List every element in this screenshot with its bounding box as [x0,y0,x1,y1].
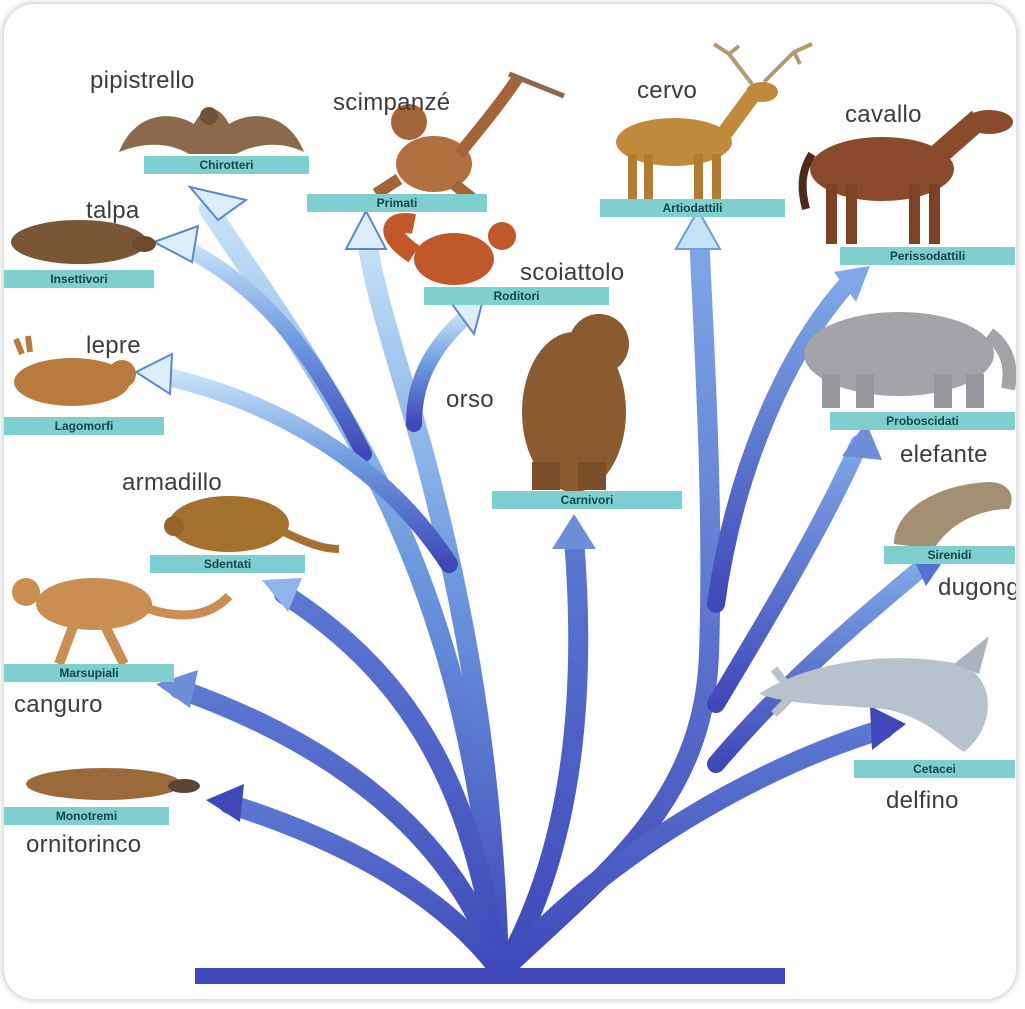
bear-icon [522,314,629,492]
order-label-chirotteri: Chirotteri [144,156,309,174]
order-label-sdentati: Sdentati [150,555,305,573]
arrowhead-chirotteri [190,187,246,220]
bat-icon [119,107,304,154]
common-name-cervo: cervo [637,77,697,105]
common-name-canguro: canguro [14,691,103,719]
common-name-lepre: lepre [86,332,141,360]
common-name-ornitorinco: ornitorinco [26,831,141,859]
order-label-perissodattili: Perissodattili [840,247,1015,265]
common-name-scoiattolo: scoiattolo [520,259,624,287]
order-label-roditori: Roditori [424,287,609,305]
horse-icon [803,110,1013,244]
common-name-cavallo: cavallo [845,101,922,129]
arrowhead-lagomorfi [136,354,172,394]
order-label-artiodattili: Artiodattili [600,199,785,217]
common-name-delfino: delfino [886,787,959,815]
diagram-frame: pipistrello scimpanzé cervo cavallo talp… [4,4,1016,999]
common-name-dugong: dugong [938,574,1016,602]
dugong-icon [894,482,1012,549]
common-name-elefante: elefante [900,441,988,469]
order-label-insettivori: Insettivori [4,270,154,288]
common-name-scimpanze: scimpanzé [333,89,450,117]
mole-icon [11,220,156,264]
squirrel-icon [393,222,516,285]
common-name-pipistrello: pipistrello [90,67,195,95]
order-label-lagomorfi: Lagomorfi [4,417,164,435]
arrowhead-primati [346,211,386,249]
order-label-primati: Primati [307,194,487,212]
elephant-icon [804,312,1010,408]
order-label-monotremi: Monotremi [4,807,169,825]
deer-icon [616,44,812,204]
order-label-marsupiali: Marsupiali [4,664,174,682]
armadillo-icon [164,496,339,552]
common-name-armadillo: armadillo [122,469,222,497]
common-name-talpa: talpa [86,197,140,225]
common-name-orso: orso [446,386,494,414]
order-label-proboscidati: Proboscidati [830,412,1015,430]
arrowhead-insettivori [154,226,198,262]
order-label-cetacei: Cetacei [854,760,1015,778]
arrowhead-monotremi [206,784,244,822]
platypus-icon [26,768,200,800]
order-label-carnivori: Carnivori [492,491,682,509]
order-label-sirenidi: Sirenidi [884,546,1015,564]
arrowhead-carnivori [552,514,596,549]
kangaroo-icon [12,578,229,664]
